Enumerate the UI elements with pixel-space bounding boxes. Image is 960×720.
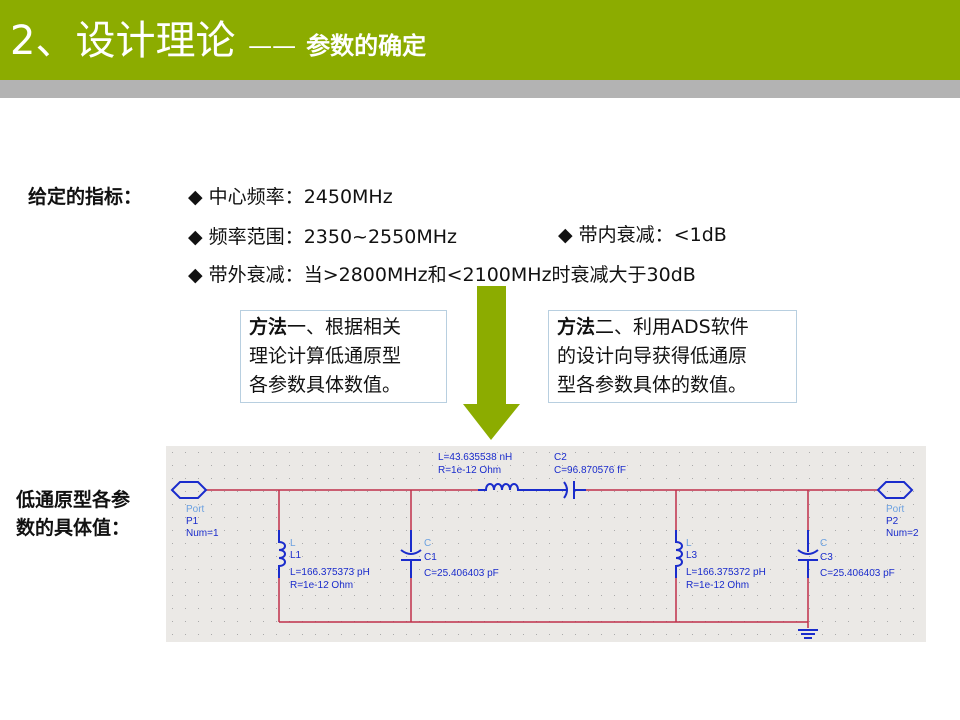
l3-name: L3 [686, 550, 698, 561]
method-one-box: 方法一、根据相关 理论计算低通原型 各参数具体数值。 [240, 310, 447, 403]
diamond-bullet-icon: ◆ [188, 226, 203, 248]
title-main: 2、设计理论 [10, 18, 236, 64]
inductor-l2-icon [478, 483, 548, 491]
l3-type: L [686, 538, 692, 549]
method-text: 的设计向导获得低通原 [557, 345, 748, 367]
ground-icon [798, 629, 818, 639]
method-two-box: 方法二、利用ADS软件 的设计向导获得低通原 型各参数具体的数值。 [548, 310, 797, 403]
method-text: 各参数具体数值。 [249, 374, 402, 396]
port-p2-icon [876, 481, 914, 499]
l3-r: R=1e-12 Ohm [686, 580, 749, 591]
diamond-bullet-icon: ◆ [188, 186, 203, 208]
spec-value: 当>2800MHz和<2100MHz时衰减大于30dB [303, 264, 696, 286]
l1-r: R=1e-12 Ohm [290, 580, 353, 591]
l1-type: L [290, 538, 296, 549]
wires [206, 489, 878, 628]
p1-type: Port [186, 504, 205, 515]
l2-r: R=1e-12 Ohm [438, 465, 501, 476]
p2-num: Num=2 [886, 528, 919, 539]
inductor-l3-icon [675, 530, 683, 578]
lowpass-schematic: Port P1 Num=1 Port P2 Num=2 L L1 L=166.3… [166, 446, 926, 642]
method-text: 理论计算低通原型 [249, 345, 402, 367]
capacitor-c1-icon [400, 530, 422, 578]
c3-name: C3 [820, 552, 833, 563]
l1-name: L1 [290, 550, 302, 561]
title-dash: —— [248, 32, 297, 60]
l2-value: L=43.635538 nH [438, 452, 512, 463]
spec-name: 带内衰减： [578, 224, 674, 246]
components [170, 481, 914, 639]
method-text: 一、根据相关 [287, 316, 402, 338]
spec-value: 2350~2550MHz [303, 226, 457, 248]
l1-value: L=166.375373 pH [290, 567, 370, 578]
spec-value: 2450MHz [303, 186, 393, 208]
p1-name: P1 [186, 516, 199, 527]
c2-name: C2 [554, 452, 567, 463]
spec-outband-attenuation: ◆ 带外衰减：当>2800MHz和<2100MHz时衰减大于30dB [188, 260, 696, 287]
spec-value: <1dB [673, 224, 727, 246]
p2-name: P2 [886, 516, 899, 527]
capacitor-c3-icon [797, 530, 819, 578]
method-text: 二、利用ADS软件 [595, 316, 749, 338]
header-stripe [0, 80, 960, 98]
p2-type: Port [886, 504, 905, 515]
p1-num: Num=1 [186, 528, 219, 539]
inductor-l1-icon [278, 530, 286, 578]
diamond-bullet-icon: ◆ [188, 264, 203, 286]
spec-name: 中心频率： [208, 186, 304, 208]
spec-inband-attenuation: ◆ 带内衰减：<1dB [558, 220, 727, 247]
lowpass-label: 低通原型各参数的具体值： [16, 486, 130, 542]
method-label: 方法 [249, 316, 288, 338]
c2-value: C=96.870576 fF [554, 465, 626, 476]
method-label: 方法 [557, 316, 596, 338]
header-bar [0, 0, 960, 80]
diamond-bullet-icon: ◆ [558, 224, 573, 246]
title-subtitle: 参数的确定 [306, 32, 427, 60]
method-text: 型各参数具体的数值。 [557, 374, 748, 396]
spec-frequency-range: ◆ 频率范围：2350~2550MHz [188, 222, 457, 249]
lowpass-label-line: 低通原型各参 [16, 489, 131, 511]
c3-value: C=25.406403 pF [820, 568, 895, 579]
lowpass-label-line: 数的具体值： [16, 517, 131, 539]
c1-type: C [424, 538, 431, 549]
capacitor-c2-icon [548, 481, 586, 499]
spec-name: 频率范围： [208, 226, 304, 248]
spec-name: 带外衰减： [208, 264, 304, 286]
spec-center-frequency: ◆ 中心频率：2450MHz [188, 182, 393, 209]
c1-value: C=25.406403 pF [424, 568, 499, 579]
l3-value: L=166.375372 pH [686, 567, 766, 578]
port-p1-icon [170, 481, 208, 499]
page-title: 2、设计理论 —— 参数的确定 [10, 8, 426, 66]
down-arrow-icon [463, 286, 520, 440]
c1-name: C1 [424, 552, 437, 563]
c3-type: C [820, 538, 827, 549]
specs-label: 给定的指标： [28, 186, 143, 208]
